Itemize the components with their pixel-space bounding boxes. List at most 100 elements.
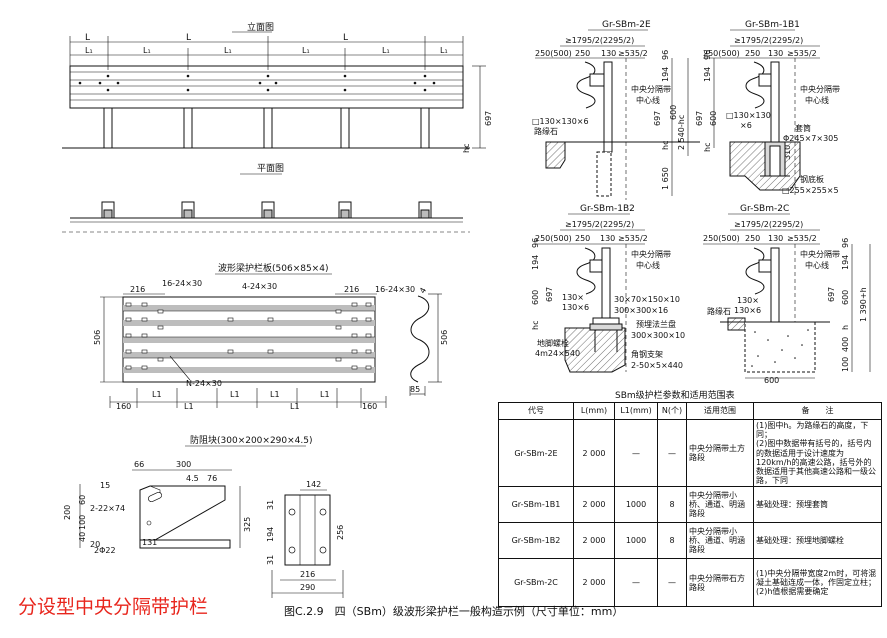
detail-2C-dim-400: 400 (841, 337, 850, 352)
detail-1B2-dim-600: 600 (531, 290, 540, 305)
detail-2C-dim-600-width: 600 (764, 376, 779, 385)
table-cell-N: — (657, 418, 687, 488)
table-header-scope: 适用范围 (686, 402, 754, 420)
elevation-view: 立面图 L L L L₁ L₁ L₁ L₁ L₁ L₁ (62, 21, 493, 153)
block-r-194: 194 (266, 527, 275, 542)
block-dim-200: 200 (63, 505, 72, 520)
detail-2E-label-centerline: 中心线 (636, 95, 660, 105)
block-dim-20: 20 (90, 540, 100, 549)
profile-depth: 85 (410, 385, 420, 394)
plan-title: 平面图 (257, 163, 284, 174)
panel-dim-216-left: 216 (130, 285, 145, 294)
detail-1B1-label-sleeve: 套筒 (795, 123, 811, 133)
panel-bottom-L1-5: L1 (290, 402, 300, 411)
detail-1B1-label-centerline: 中心线 (805, 95, 829, 105)
block-r-142: 142 (306, 480, 321, 489)
dim-L1-1: L₁ (85, 46, 93, 55)
detail-2E-dim-697: 697 (653, 111, 662, 126)
detail-1B1-code: Gr-SBm-1B1 (745, 20, 800, 30)
block-dim-40: 40 (78, 532, 87, 542)
block-dim-15: 15 (100, 481, 110, 490)
detail-1B2-label-post: 130× (562, 293, 584, 302)
panel-bottom-160-left: 160 (116, 402, 131, 411)
detail-1B1-dim-250-500: 250(500) (703, 49, 740, 58)
table-header-code: 代号 (498, 402, 574, 420)
detail-2C-label-centerline: 中心线 (805, 260, 829, 270)
detail-2E-dim-250: 250 (575, 49, 590, 58)
block-r-31-top: 31 (266, 500, 275, 510)
table-cell-L1: 1000 (614, 486, 658, 524)
detail-1B2-dim-535: ≥535/2 (618, 234, 648, 243)
block-dim-325: 325 (243, 517, 252, 532)
block-dim-131: 131 (142, 538, 157, 547)
detail-1B2-label-flange: 预埋法兰盘 (636, 319, 676, 329)
table-cell-code: Gr-SBm-2C (498, 558, 574, 608)
elevation-hc: hc (462, 144, 471, 153)
detail-2C-dim-250: 250 (745, 234, 760, 243)
block-dim-slot: 2-22×74 (90, 504, 125, 513)
table-cell-scope: 中央分隔带小桥、通道、明涵路段 (686, 486, 754, 524)
panel-bottom-L1-4: L1 (270, 390, 280, 399)
table-cell-L1: — (614, 558, 658, 608)
table-cell-L: 2 000 (573, 418, 615, 488)
detail-2E-dim-600: 600 (669, 105, 678, 120)
panel-bottom-L1-6: L1 (320, 390, 330, 399)
table-row: Gr-SBm-1B2 2 000 1000 8 中央分隔带小桥、通道、明涵路段 … (498, 522, 882, 560)
detail-1B2-label-plate: 300×300×16 (614, 306, 668, 315)
dim-L1-2: L₁ (143, 46, 151, 55)
panel-bottom-L1-1: L1 (152, 390, 162, 399)
detail-1B2-label-median: 中央分隔带 (631, 249, 671, 259)
detail-1B1-label-post: □130×130 (726, 111, 771, 120)
panel-profile: 4 506 85 (409, 286, 449, 396)
detail-2E-code: Gr-SBm-2E (602, 20, 651, 30)
detail-1B2-code: Gr-SBm-1B2 (580, 204, 635, 214)
detail-2C-dim-130: 130 (768, 234, 783, 243)
table-cell-L1: 1000 (614, 522, 658, 560)
detail-1B1-label-post-t: ×6 (740, 121, 752, 130)
detail-2E-label-median: 中央分隔带 (631, 84, 671, 94)
table-header-row: 代号 L(mm) L1(mm) N(个) 适用范围 备 注 (498, 402, 882, 420)
panel-title: 波形梁护栏板(506×85×4) (218, 262, 328, 274)
block-dim-2phi22: 2Φ22 (94, 546, 116, 555)
detail-1B2-dim-96: 96 (531, 238, 540, 248)
table-header-L: L(mm) (573, 402, 615, 420)
detail-2E-dim-2540: 2 540-hc (677, 115, 686, 150)
panel-slots (125, 302, 372, 370)
detail-1B1-label-sleeve-dim: Φ245×7×305 (783, 134, 838, 143)
detail-1B1-dim-130: 130 (768, 49, 783, 58)
block-view: 防阻块(300×200×290×4.5) 66 300 4.5 76 15 2-… (63, 434, 345, 598)
table-cell-N: 8 (657, 522, 687, 560)
detail-1B2-dim-250: 250 (575, 234, 590, 243)
detail-2E: Gr-SBm-2E ≥1795/2(2295/2) 250(500) 250 1… (532, 20, 700, 200)
detail-2C: Gr-SBm-2C ≥1795/2(2295/2) 250(500) 250 1… (703, 204, 871, 385)
table-cell-L1: — (614, 418, 658, 488)
plan-post-blocks (101, 201, 432, 219)
table-header-N: N(个) (657, 402, 687, 420)
red-caption: 分设型中央分隔带护栏 (18, 596, 209, 618)
block-r-216: 216 (300, 570, 315, 579)
table-cell-scope: 中央分隔带石方路段 (686, 558, 754, 608)
elevation-height-697: 697 (484, 111, 493, 126)
detail-1B2-label-anchor: 地脚螺栓 (537, 338, 569, 348)
elevation-title: 立面图 (247, 21, 274, 33)
detail-1B1-dim-535: ≥535/2 (787, 49, 817, 58)
elevation-posts (103, 107, 430, 149)
detail-1B1-label-baseplate: 钢底板 (800, 174, 824, 184)
profile-height: 506 (440, 330, 449, 345)
detail-1B1-dim-total: ≥1795/2(2295/2) (734, 36, 803, 45)
detail-1B2-label-bracket-dim: 2-50×5×440 (631, 361, 683, 370)
plan-view: 平面图 (62, 163, 470, 233)
detail-1B2-dim-250-500: 250(500) (535, 234, 572, 243)
block-title: 防阻块(300×200×290×4.5) (190, 434, 313, 446)
block-dim-300: 300 (176, 460, 191, 469)
table-cell-notes: 基础处理：预埋套筒 (753, 486, 882, 524)
dim-L1-4: L₁ (302, 46, 310, 55)
detail-2E-dim-194: 194 (661, 67, 670, 82)
detail-2C-label-post: 130× (737, 296, 759, 305)
profile-thickness: 4 (418, 286, 428, 295)
dim-L-1: L (85, 33, 90, 43)
dim-L-3: L (343, 33, 348, 43)
table-cell-scope: 中央分隔带土方路段 (686, 418, 754, 488)
detail-2C-dim-697: 697 (827, 287, 836, 302)
table-title: SBm级护栏参数和适用范围表 (615, 391, 735, 401)
